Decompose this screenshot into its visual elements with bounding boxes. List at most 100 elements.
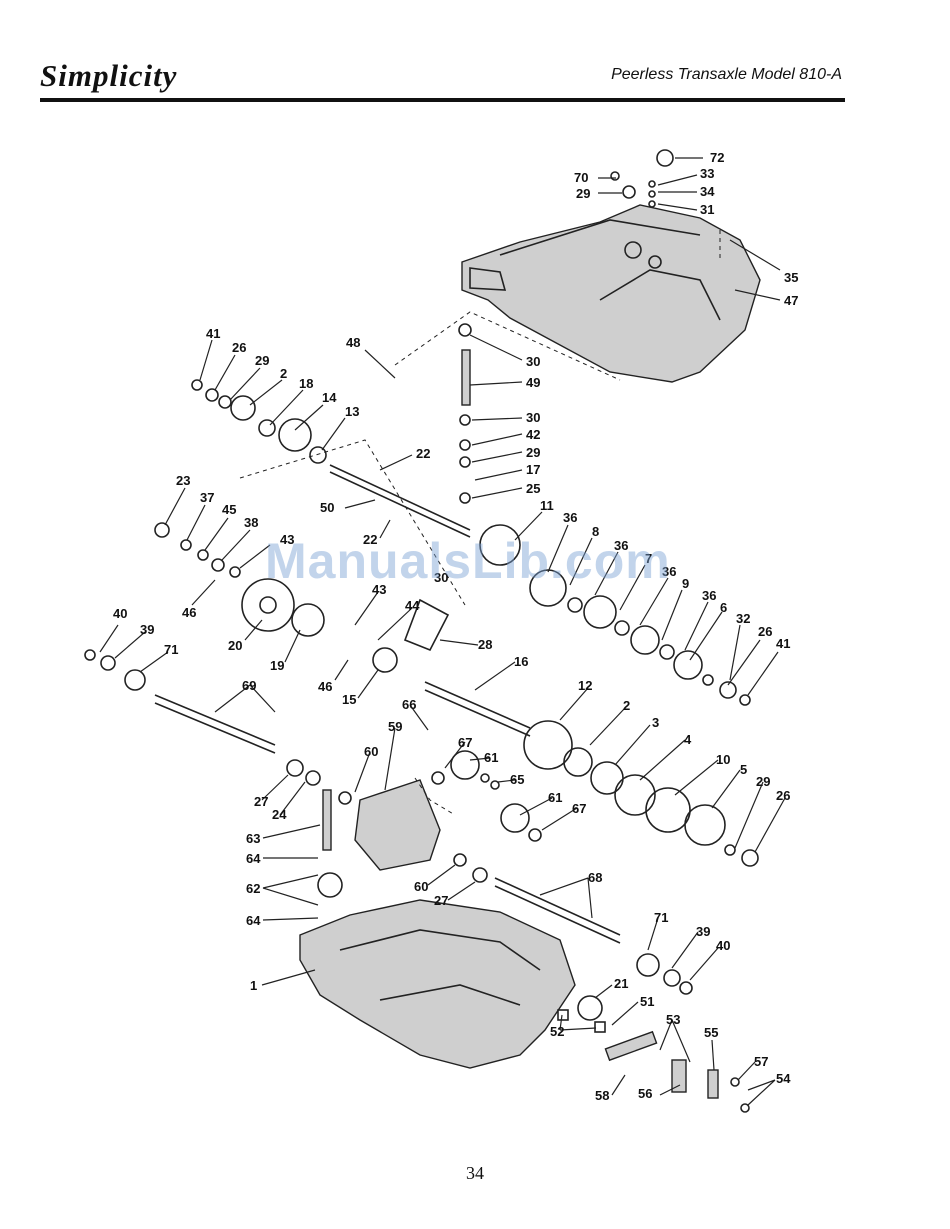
callout: 71 <box>654 910 668 925</box>
callout: 46 <box>182 605 196 620</box>
callout: 26 <box>758 624 772 639</box>
callout: 43 <box>372 582 386 597</box>
callout: 36 <box>702 588 716 603</box>
callout: 57 <box>754 1054 768 1069</box>
callout: 43 <box>280 532 294 547</box>
callout: 24 <box>272 807 287 822</box>
callout: 40 <box>113 606 127 621</box>
callout: 63 <box>246 831 260 846</box>
callout: 6 <box>720 600 727 615</box>
callout: 61 <box>484 750 498 765</box>
callout: 36 <box>563 510 577 525</box>
callout: 48 <box>346 335 360 350</box>
callout: 2 <box>280 366 287 381</box>
callout: 32 <box>736 611 750 626</box>
upper-housing <box>461 204 761 383</box>
callout: 18 <box>299 376 313 391</box>
callout: 14 <box>322 390 337 405</box>
callout: 9 <box>682 576 689 591</box>
callout: 69 <box>242 678 256 693</box>
callout: 30 <box>526 354 540 369</box>
callout: 29 <box>255 353 269 368</box>
callout: 51 <box>640 994 654 1009</box>
callout-labels: 72 70 33 34 29 31 35 47 41 26 29 2 18 14… <box>113 150 798 1103</box>
page-title: Peerless Transaxle Model 810-A <box>611 66 842 83</box>
watermark: ManualsLib.com <box>265 533 671 589</box>
callout: 67 <box>572 801 586 816</box>
page-number: 34 <box>466 1163 484 1183</box>
callout: 66 <box>402 697 416 712</box>
callout: 35 <box>784 270 798 285</box>
callout: 11 <box>540 498 554 513</box>
callout: 29 <box>756 774 770 789</box>
callout: 4 <box>684 732 692 747</box>
callout: 60 <box>364 744 378 759</box>
callout: 41 <box>206 326 220 341</box>
callout: 29 <box>576 186 590 201</box>
callout: 5 <box>740 762 747 777</box>
callout: 39 <box>140 622 154 637</box>
callout: 58 <box>595 1088 609 1103</box>
callout: 21 <box>614 976 628 991</box>
callout: 12 <box>578 678 592 693</box>
callout: 67 <box>458 735 472 750</box>
callout: 26 <box>232 340 246 355</box>
callout: 72 <box>710 150 724 165</box>
callout: 19 <box>270 658 284 673</box>
callout: 68 <box>588 870 602 885</box>
callout: 31 <box>700 202 714 217</box>
callout: 44 <box>405 598 420 613</box>
callout: 36 <box>614 538 628 553</box>
callout: 8 <box>592 524 599 539</box>
callout: 22 <box>363 532 377 547</box>
callout: 29 <box>526 445 540 460</box>
callout: 38 <box>244 515 258 530</box>
callout: 40 <box>716 938 730 953</box>
callout: 49 <box>526 375 540 390</box>
callout: 52 <box>550 1024 564 1039</box>
callout: 64 <box>246 913 261 928</box>
callout: 39 <box>696 924 710 939</box>
callout: 26 <box>776 788 790 803</box>
lower-housing <box>299 899 576 1069</box>
washers-bearings <box>84 149 759 1113</box>
callout: 30 <box>526 410 540 425</box>
callout: 46 <box>318 679 332 694</box>
callout: 17 <box>526 462 540 477</box>
assembly-guide-lines <box>239 230 721 816</box>
callout: 53 <box>666 1012 680 1027</box>
callout: 56 <box>638 1086 652 1101</box>
callout: 16 <box>514 654 528 669</box>
callout: 1 <box>250 978 257 993</box>
header-rule <box>40 98 845 102</box>
callout: 62 <box>246 881 260 896</box>
callout: 71 <box>164 642 178 657</box>
callout: 30 <box>434 570 448 585</box>
callout: 47 <box>784 293 798 308</box>
callout: 50 <box>320 500 334 515</box>
callout: 15 <box>342 692 356 707</box>
callout: 13 <box>345 404 359 419</box>
shafts <box>154 349 621 944</box>
callout: 70 <box>574 170 588 185</box>
callout: 54 <box>776 1071 791 1086</box>
callout: 36 <box>662 564 676 579</box>
callout: 27 <box>254 794 268 809</box>
callout: 20 <box>228 638 242 653</box>
callout: 7 <box>645 551 652 566</box>
callout: 28 <box>478 637 492 652</box>
callout: 64 <box>246 851 261 866</box>
callout: 10 <box>716 752 730 767</box>
callout: 65 <box>510 772 524 787</box>
callout: 61 <box>548 790 562 805</box>
callout: 59 <box>388 719 402 734</box>
callout: 22 <box>416 446 430 461</box>
callout: 3 <box>652 715 659 730</box>
callout: 37 <box>200 490 214 505</box>
callout: 23 <box>176 473 190 488</box>
callout: 55 <box>704 1025 718 1040</box>
callout: 34 <box>700 184 715 199</box>
callout: 42 <box>526 427 540 442</box>
brand-logo: Simplicity <box>40 58 178 93</box>
